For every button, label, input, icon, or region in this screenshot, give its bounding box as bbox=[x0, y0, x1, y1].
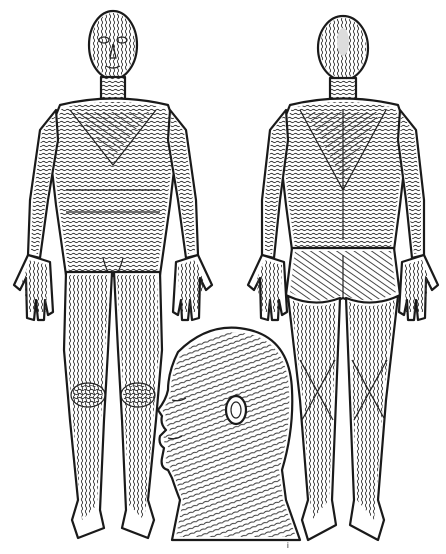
small-mark: i bbox=[287, 541, 289, 550]
lateral-head-figure bbox=[158, 328, 300, 540]
lateral-ear bbox=[226, 396, 246, 424]
